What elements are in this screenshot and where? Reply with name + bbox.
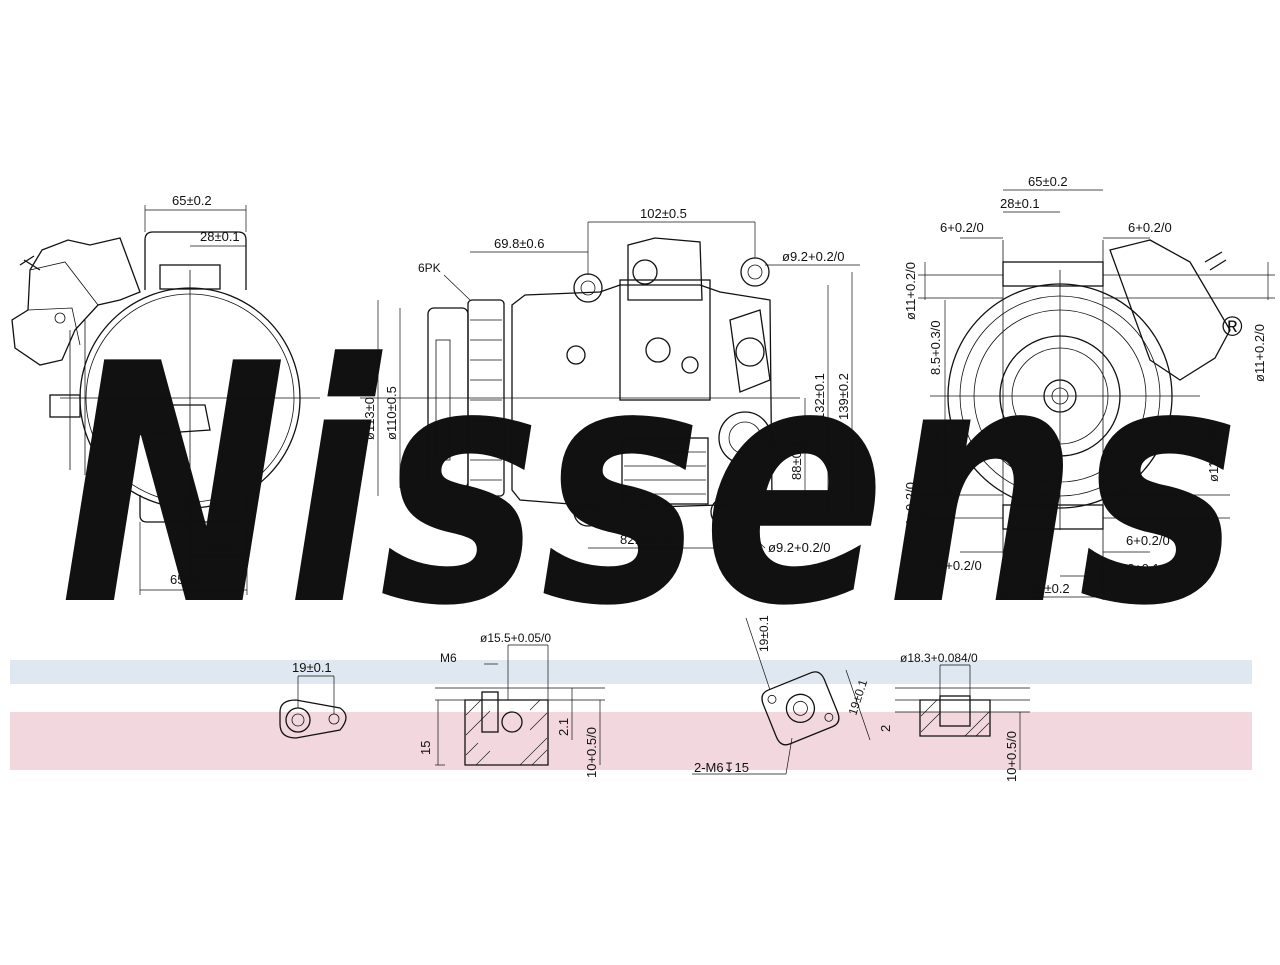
front-dim-top-half: 28±0.1 xyxy=(200,229,240,244)
oring-bore: ø18.3+0.084/0 xyxy=(900,651,978,665)
port-thread: M6 xyxy=(440,651,457,665)
brand-watermark: Nissens xyxy=(60,294,1240,678)
front-view: 65±0.2 28±0.1 28±0.1 65±0.2 xyxy=(11,193,320,595)
pulley-label: 6PK xyxy=(418,261,441,275)
rear-dim-left-hole-bottom: ø11+0.2/0 xyxy=(903,482,918,540)
rear-view: 65±0.2 28±0.1 6+0.2/0 6+0.2/0 ø11+0.2/0 … xyxy=(903,174,1275,600)
rear-dim-bottom-width: 65±0.2 xyxy=(1030,581,1070,596)
rear-dim-right-hole-top: ø11+0.2/0 xyxy=(1252,324,1267,382)
port-depth-10-b: 10+0.5/0 xyxy=(1004,731,1019,782)
rear-dim-bottom-half: 28±0.1 xyxy=(1120,561,1160,576)
side-dim-height-a: 132±0.1 xyxy=(812,373,827,420)
side-dim-length-a: 102±0.5 xyxy=(640,206,687,221)
port-depth-15: 15 xyxy=(418,741,433,755)
flange-width: 19±0.1 xyxy=(292,660,332,675)
side-dim-hole-top: ø9.2+0.2/0 xyxy=(782,249,845,264)
side-dim-bottom-len: 82.1±0.5 xyxy=(620,532,671,547)
rear-dim-top-width: 65±0.2 xyxy=(1028,174,1068,189)
side-dim-pulley-outer: ø113±0.5 xyxy=(362,386,377,440)
port-counterbore: ø15.5+0.05/0 xyxy=(480,631,551,645)
side-dim-pulley-inner: ø110±0.5 xyxy=(384,386,399,440)
front-dim-bottom-half: 28±0.1 xyxy=(200,539,240,554)
rear-dim-left-offset-bottom: 8.5+0.3/0 xyxy=(928,425,943,480)
side-view: 102±0.5 69.8±0.6 6PK ø9.2+0.2/0 ø113±0.5… xyxy=(360,206,860,555)
rear-dim-left-hole-top: ø11+0.2/0 xyxy=(903,262,918,320)
rear-dim-top-left-tab: 6+0.2/0 xyxy=(940,220,984,235)
rear-dim-top-right-tab: 6+0.2/0 xyxy=(1128,220,1172,235)
red-band xyxy=(10,712,1252,770)
port-depth-10-a: 10+0.5/0 xyxy=(584,727,599,778)
rear-dim-bottom-right-tab: 6+0.2/0 xyxy=(1126,533,1170,548)
front-dim-bottom-width: 65±0.2 xyxy=(170,572,210,587)
rear-dim-left-offset-top: 8.5+0.3/0 xyxy=(928,320,943,375)
angled-dim-top: 19±0.1 xyxy=(757,615,771,652)
rear-dim-top-half: 28±0.1 xyxy=(1000,196,1040,211)
side-dim-length-b: 69.8±0.6 xyxy=(494,236,545,251)
front-dim-top-width: 65±0.2 xyxy=(172,193,212,208)
side-dim-height-b: 139±0.2 xyxy=(836,373,851,420)
port-depth-2-1: 2.1 xyxy=(556,718,571,736)
registered-mark: ® xyxy=(1222,311,1243,342)
rear-dim-bottom-left-tab: 6+0.2/0 xyxy=(938,558,982,573)
rear-dim-right-hole-bottom: ø11+0.2/0 xyxy=(1206,424,1221,482)
oring-depth-2: 2 xyxy=(878,725,893,732)
side-dim-height-c: 88±0.1 xyxy=(789,440,804,480)
side-dim-hole-bottom: ø9.2+0.2/0 xyxy=(768,540,831,555)
blue-band xyxy=(10,660,1252,684)
screw-callout: 2-M6↧15 xyxy=(694,760,749,775)
